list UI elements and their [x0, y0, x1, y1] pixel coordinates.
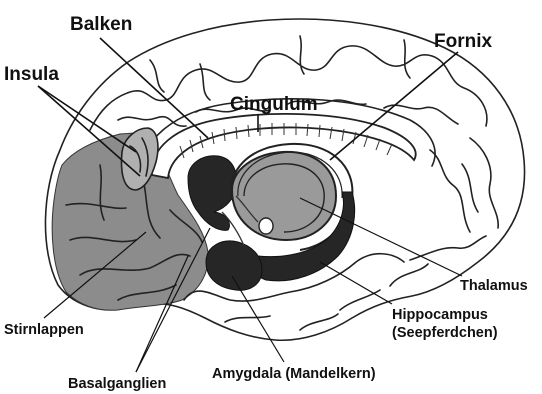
label-basalganglien: Basalganglien — [68, 376, 166, 392]
thalamus-hole — [259, 218, 273, 234]
hippocampus-leader — [320, 262, 392, 304]
label-cingulum: Cingulum — [230, 94, 318, 115]
label-hippocampus-1: Hippocampus — [392, 307, 488, 323]
amygdala-region — [206, 241, 262, 290]
label-balken: Balken — [70, 14, 132, 35]
balken-leader — [100, 38, 208, 138]
amygdala-leader — [232, 276, 284, 362]
thalamus-region — [232, 152, 336, 240]
label-insula: Insula — [4, 64, 59, 85]
label-hippocampus-2: (Seepferdchen) — [392, 325, 498, 341]
label-stirnlappen: Stirnlappen — [4, 322, 84, 338]
label-thalamus: Thalamus — [460, 278, 528, 294]
label-amygdala: Amygdala (Mandelkern) — [212, 366, 376, 382]
label-fornix: Fornix — [434, 31, 492, 52]
